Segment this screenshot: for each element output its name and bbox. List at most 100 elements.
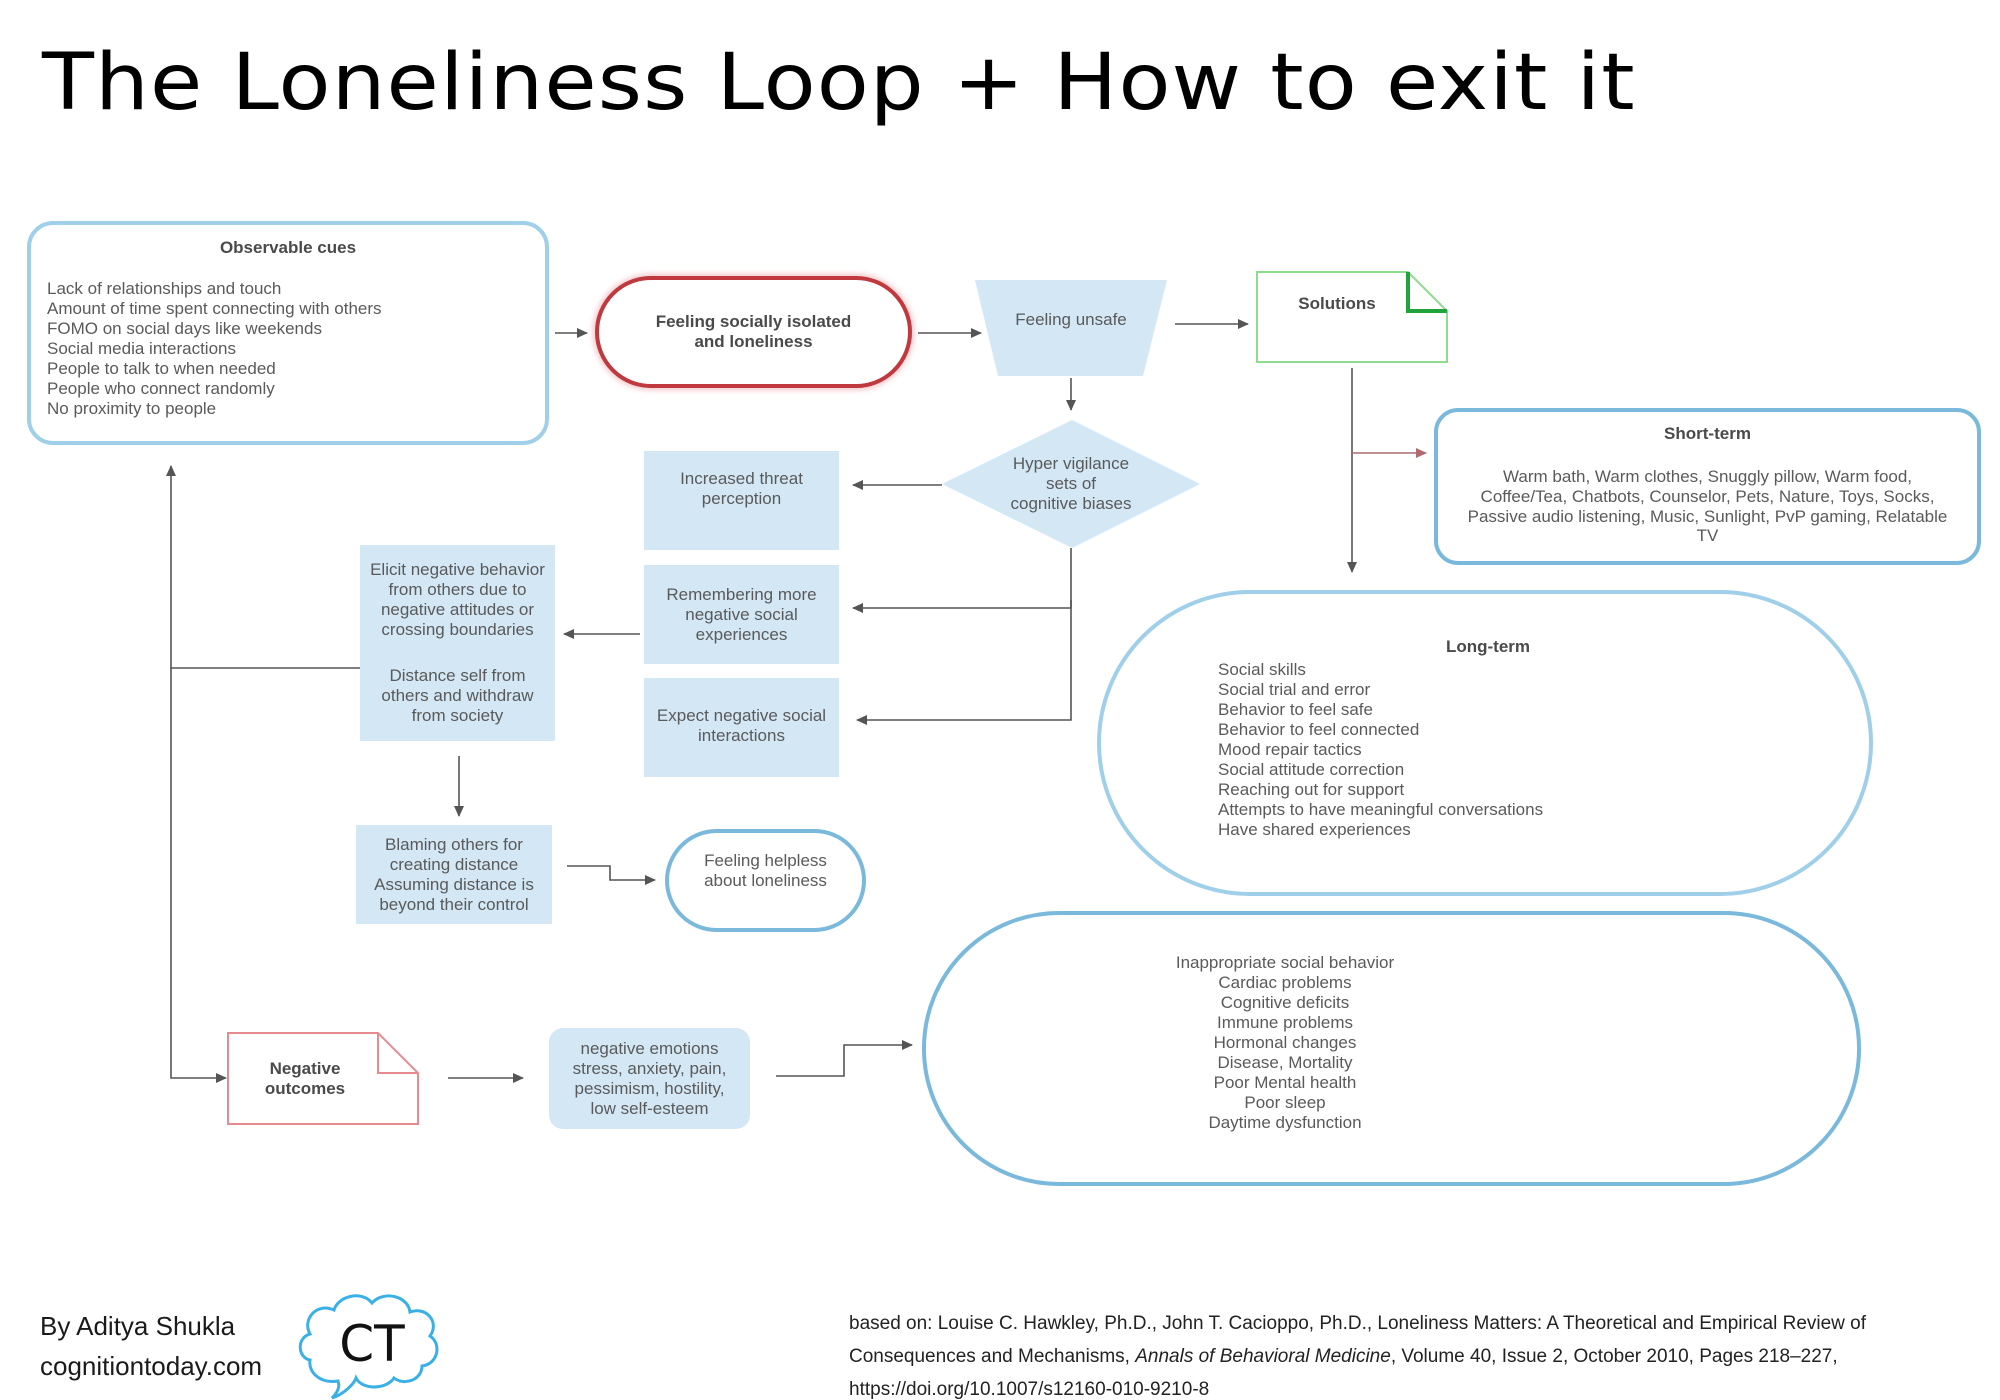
short-term-line: Passive audio listening, Music, Sunlight… xyxy=(1467,507,1948,526)
blaming-line: creating distance xyxy=(389,854,519,874)
short-term-box xyxy=(1434,408,1981,565)
helpless-node: Feeling helpless about loneliness xyxy=(667,831,864,930)
short-term-line: TV xyxy=(1696,526,1719,545)
negative-emotions-line: low self-esteem xyxy=(590,1098,709,1118)
elicit-line: Elicit negative behavior xyxy=(370,560,545,579)
negative-emotions-line: pessimism, hostility, xyxy=(574,1078,725,1098)
threat-node: Increased threat perception xyxy=(644,451,839,550)
isolated-line: and loneliness xyxy=(694,332,813,351)
expect-line: interactions xyxy=(698,726,785,745)
list-item: Social trial and error xyxy=(1218,680,1371,699)
negative-outcomes-fold xyxy=(377,1033,418,1074)
threat-line: Increased threat xyxy=(680,469,803,488)
logo-text: CT xyxy=(339,1315,405,1373)
arrow-elicit-to-cues xyxy=(166,465,360,669)
threat-line: perception xyxy=(701,489,782,508)
reference-citation: based on: Louise C. Hawkley, Ph.D., John… xyxy=(849,1307,1969,1400)
hypervigilance-line: cognitive biases xyxy=(1010,494,1132,513)
helpless-line: Feeling helpless xyxy=(704,850,827,870)
isolated-node: Feeling socially isolated and loneliness xyxy=(597,278,910,386)
elicit-gap xyxy=(360,640,555,666)
observable-cues: Observable cues Lack of relationships an… xyxy=(29,223,547,443)
arrow-diamond-to-expect xyxy=(856,600,1072,725)
blaming-line: Assuming distance is xyxy=(374,874,534,894)
reference-tail: , Volume 40, Issue 2, October 2010, Page… xyxy=(1390,1346,1838,1367)
blaming-line: Blaming others for xyxy=(385,834,523,854)
negative-outcomes-line: outcomes xyxy=(264,1078,346,1098)
remembering-line: experiences xyxy=(695,624,788,644)
list-item: Behavior to feel safe xyxy=(1218,700,1373,719)
elicit-line: from society xyxy=(411,706,504,725)
remembering-node: Remembering more negative social experie… xyxy=(644,565,839,664)
negative-emotions-box xyxy=(549,1028,750,1129)
hypervigilance-line: Hyper vigilance xyxy=(1012,454,1130,473)
long-term-list: Social skills Social trial and error Beh… xyxy=(1218,660,1638,846)
blaming-node: Blaming others for creating distance Ass… xyxy=(356,825,552,924)
list-item: No proximity to people xyxy=(47,399,217,418)
unsafe-shape xyxy=(975,280,1167,376)
list-item: Mood repair tactics xyxy=(1218,740,1362,759)
expect-node: Expect negative social interactions xyxy=(644,678,839,777)
hypervigilance-diamond xyxy=(942,420,1200,548)
elicit-line: negative attitudes or xyxy=(380,600,535,619)
solutions-note xyxy=(1256,271,1448,363)
negative-emotions-line: stress, anxiety, pain, xyxy=(572,1058,727,1078)
negative-outcomes-node: Negative outcomes xyxy=(228,1033,382,1124)
site-link[interactable]: cognitiontoday.com xyxy=(40,1351,263,1381)
negative-emotions-line: negative emotions xyxy=(580,1038,719,1058)
observable-cues-heading: Observable cues xyxy=(219,238,357,257)
consequences-node: Inappropriate social behavior Cardiac pr… xyxy=(1100,953,1470,1143)
arrow-diamond-to-remembering xyxy=(852,548,1072,613)
consequence-item: Hormonal changes xyxy=(1213,1033,1357,1052)
isolated-line: Feeling socially isolated xyxy=(655,312,852,331)
solutions-node: Solutions xyxy=(1257,272,1417,362)
list-item: Social media interactions xyxy=(47,339,236,358)
consequence-item: Disease, Mortality xyxy=(1217,1053,1353,1072)
isolated-box xyxy=(595,276,912,388)
page-title: The Loneliness Loop + How to exit it xyxy=(42,38,1636,128)
expect-line: Expect negative social xyxy=(656,706,827,725)
list-item: Social skills xyxy=(1218,660,1306,679)
list-item: People who connect randomly xyxy=(47,379,275,398)
elicit-line: crossing boundaries xyxy=(381,620,534,639)
helpless-line: about loneliness xyxy=(704,870,827,890)
consequence-item: Poor sleep xyxy=(1244,1093,1326,1112)
consequence-item: Inappropriate social behavior xyxy=(1175,953,1395,972)
long-term-heading: Long-term xyxy=(1445,637,1531,656)
elicit-line: Distance self from xyxy=(389,666,526,685)
blaming-line: beyond their control xyxy=(379,894,529,914)
arrow-emotions-to-consequences xyxy=(776,1040,913,1077)
long-term-box xyxy=(1097,590,1873,896)
unsafe-node: Feeling unsafe xyxy=(975,280,1167,360)
reference-doi[interactable]: https://doi.org/10.1007/s12160-010-9210-… xyxy=(849,1379,1210,1400)
short-term-line: Warm bath, Warm clothes, Snuggly pillow,… xyxy=(1502,467,1913,486)
consequence-item: Poor Mental health xyxy=(1213,1073,1357,1092)
solutions-label: Solutions xyxy=(1298,294,1376,313)
logo-cloud-icon xyxy=(298,1294,439,1400)
list-item: Attempts to have meaningful conversation… xyxy=(1218,800,1544,819)
arrow-loop-to-negative-outcomes xyxy=(170,668,227,1083)
helpless-box xyxy=(665,829,866,932)
list-item: Social attitude correction xyxy=(1218,760,1405,779)
elicit-node: Elicit negative behavior from others due… xyxy=(360,545,555,741)
observable-cues-list: Lack of relationships and touch Amount o… xyxy=(29,279,547,419)
list-item: FOMO on social days like weekends xyxy=(47,319,322,338)
short-term-line: Coffee/Tea, Chatbots, Counselor, Pets, N… xyxy=(1480,487,1935,506)
arrow-blaming-to-helpless xyxy=(567,865,656,885)
footer-author: By Aditya Shukla cognitiontoday.com xyxy=(40,1306,262,1386)
elicit-line: others and withdraw xyxy=(381,686,534,705)
list-item: Have shared experiences xyxy=(1218,820,1411,839)
unsafe-label: Feeling unsafe xyxy=(1015,310,1127,329)
consequence-item: Immune problems xyxy=(1216,1013,1354,1032)
list-item: Reaching out for support xyxy=(1218,780,1405,799)
negative-outcomes-line: Negative xyxy=(269,1058,341,1078)
short-term-heading: Short-term xyxy=(1664,424,1751,443)
short-term-node: Short-term Warm bath, Warm clothes, Snug… xyxy=(1436,410,1979,563)
cognition-today-logo xyxy=(298,1294,439,1400)
observable-cues-box xyxy=(27,221,549,445)
remembering-line: negative social xyxy=(685,604,798,624)
list-item: Amount of time spent connecting with oth… xyxy=(47,299,382,318)
reference-journal: Annals of Behavioral Medicine xyxy=(1135,1346,1391,1367)
